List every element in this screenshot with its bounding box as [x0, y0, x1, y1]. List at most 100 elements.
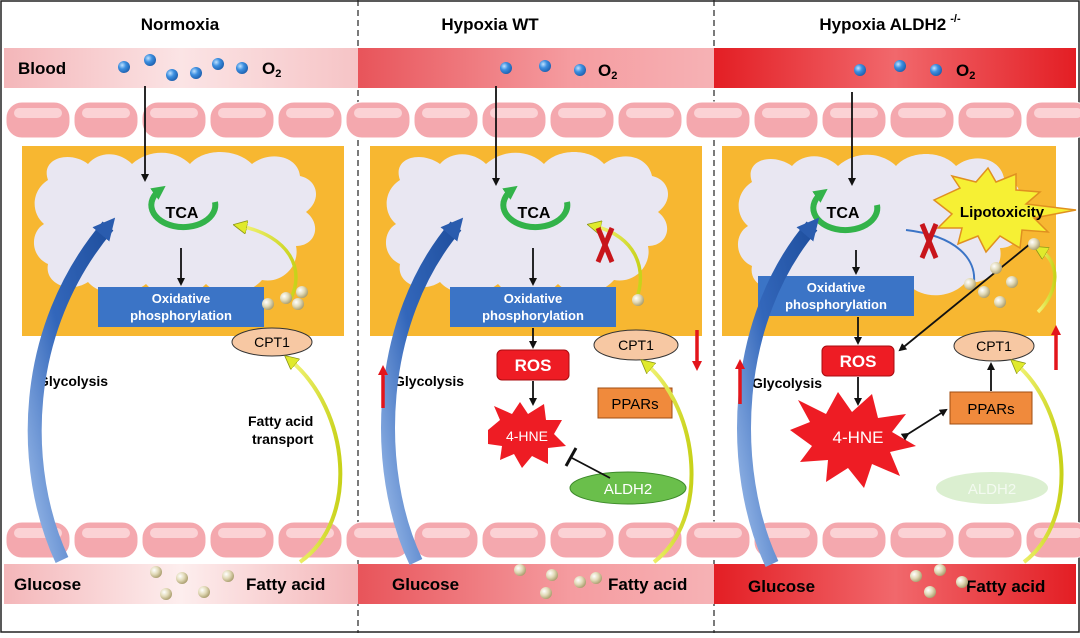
endothelial-cell-highlight [354, 528, 402, 538]
endothelial-cell [617, 101, 683, 139]
fatty-acid-dot [540, 587, 552, 599]
o2-dot [930, 64, 942, 76]
fatty-acid-dot [978, 286, 990, 298]
endothelial-cell [957, 521, 1023, 559]
fatty-acid-arrow [646, 364, 694, 564]
fatty-acid-dot [1006, 276, 1018, 288]
hne-label: 4-HNE [506, 428, 548, 444]
fatty-acid-dot [964, 278, 976, 290]
endothelial-cell-highlight [694, 528, 742, 538]
lipotoxicity-burst [932, 166, 1077, 254]
oxphos-label-2: phosphorylation [130, 308, 232, 323]
endothelial-cell [481, 521, 547, 559]
endothelial-cell-highlight [150, 108, 198, 118]
blood-band-bottom-normoxia [4, 564, 358, 604]
fatty-acid-dot [546, 569, 558, 581]
endothelial-rows [5, 101, 1080, 559]
o2-label: O2 [262, 59, 281, 80]
endothelial-cell [73, 521, 139, 559]
endothelial-cell-highlight [150, 528, 198, 538]
o2-dot [236, 62, 248, 74]
endothelial-cell-highlight [82, 528, 130, 538]
ppars-box [597, 387, 673, 419]
endothelial-cell-highlight [218, 528, 266, 538]
glucose-label: Glucose [748, 577, 815, 596]
fatty-acid-dot [1028, 238, 1040, 250]
endothelial-cell-highlight [1034, 528, 1080, 538]
fatty-acid-dot [590, 572, 602, 584]
endothelial-cell-highlight [558, 108, 606, 118]
o2-dot [539, 60, 551, 72]
hne-burst [488, 402, 566, 468]
cpt1-ellipse [953, 330, 1035, 362]
endothelial-cell [549, 101, 615, 139]
aldh2-label: ALDH2 [604, 481, 652, 498]
endothelial-cell [753, 101, 819, 139]
o2-label: O2 [956, 61, 975, 82]
blood-band-normoxia [4, 48, 358, 88]
glycolysis-label: Glycolysis [38, 373, 108, 389]
fatty-acid-dot [910, 570, 922, 582]
endothelial-cell-highlight [422, 108, 470, 118]
endothelial-cell [209, 521, 275, 559]
endothelial-cell [549, 521, 615, 559]
tca-label: TCA [518, 205, 551, 222]
ros-box [496, 349, 570, 381]
cpt1-label: CPT1 [618, 337, 654, 353]
endothelial-cell-highlight [354, 108, 402, 118]
fatty-acid-dot [574, 576, 586, 588]
cpt1-label: CPT1 [976, 338, 1012, 354]
endothelial-cell-highlight [830, 528, 878, 538]
fa-to-tca-arrow [594, 226, 643, 301]
glycolysis-arrow [381, 217, 464, 566]
endothelial-cell-highlight [286, 108, 334, 118]
glucose-label: Glucose [14, 575, 81, 594]
endothelial-cell-highlight [694, 108, 742, 118]
endothelial-cell [889, 521, 955, 559]
ros-label: ROS [840, 352, 877, 371]
endothelial-cell [685, 521, 751, 559]
fatty-acid-molecules [150, 238, 1040, 600]
glycolysis-arrow [737, 217, 820, 567]
endothelial-cell [345, 101, 411, 139]
endothelial-cell-highlight [490, 528, 538, 538]
endothelial-cell-highlight [286, 528, 334, 538]
endothelial-cell-highlight [626, 528, 674, 538]
oxphos-label-2: phosphorylation [785, 297, 887, 312]
endothelial-cell-highlight [626, 108, 674, 118]
fatty-acid-dot [990, 262, 1002, 274]
tca-cycle-arrow [500, 185, 571, 231]
oxphos-label-1: Oxidative [152, 291, 211, 306]
aldh2-inhibit-bar [564, 447, 578, 467]
fatty-acid-arrow [1016, 364, 1064, 564]
fatty-acid-dot [956, 576, 968, 588]
glucose-label: Glucose [392, 575, 459, 594]
panel-hypoxia-aldh2: TCA Lipotoxicity Oxidative phosphorylati… [722, 61, 1077, 596]
o2-dot [894, 60, 906, 72]
fatty-acid-dot [160, 588, 172, 600]
o2-label: O2 [598, 61, 617, 82]
endothelial-cell [141, 521, 207, 559]
endothelial-cell [957, 101, 1023, 139]
aldh2-ellipse [569, 471, 687, 505]
fatty-acid-arrow [290, 360, 343, 564]
block-x-mark [595, 227, 615, 263]
blood-band-bottom-hypoxia-wt [358, 564, 714, 604]
endothelial-cell [821, 101, 887, 139]
tca-cycle-arrow [810, 188, 881, 234]
aldh2-label: ALDH2 [968, 481, 1016, 498]
o2-dot [166, 69, 178, 81]
endothelial-cell [73, 101, 139, 139]
oxphos-box [450, 287, 616, 327]
panel-hypoxia-wt: TCA Oxidative phosphorylation ROS 4-HNE … [370, 61, 702, 594]
ppars-label: PPARs [967, 401, 1014, 418]
panel-title-hypoxia-aldh2: Hypoxia ALDH2-/- [819, 13, 961, 34]
fa-to-lipotoxicity-arrow [1038, 250, 1057, 314]
ros-label: ROS [515, 356, 552, 375]
panel-title-normoxia: Normoxia [141, 15, 220, 34]
fatty-acid-dot [632, 294, 644, 306]
fatty-acid-dot [262, 298, 274, 310]
o2-molecules [118, 54, 942, 81]
endothelial-cell [685, 101, 751, 139]
